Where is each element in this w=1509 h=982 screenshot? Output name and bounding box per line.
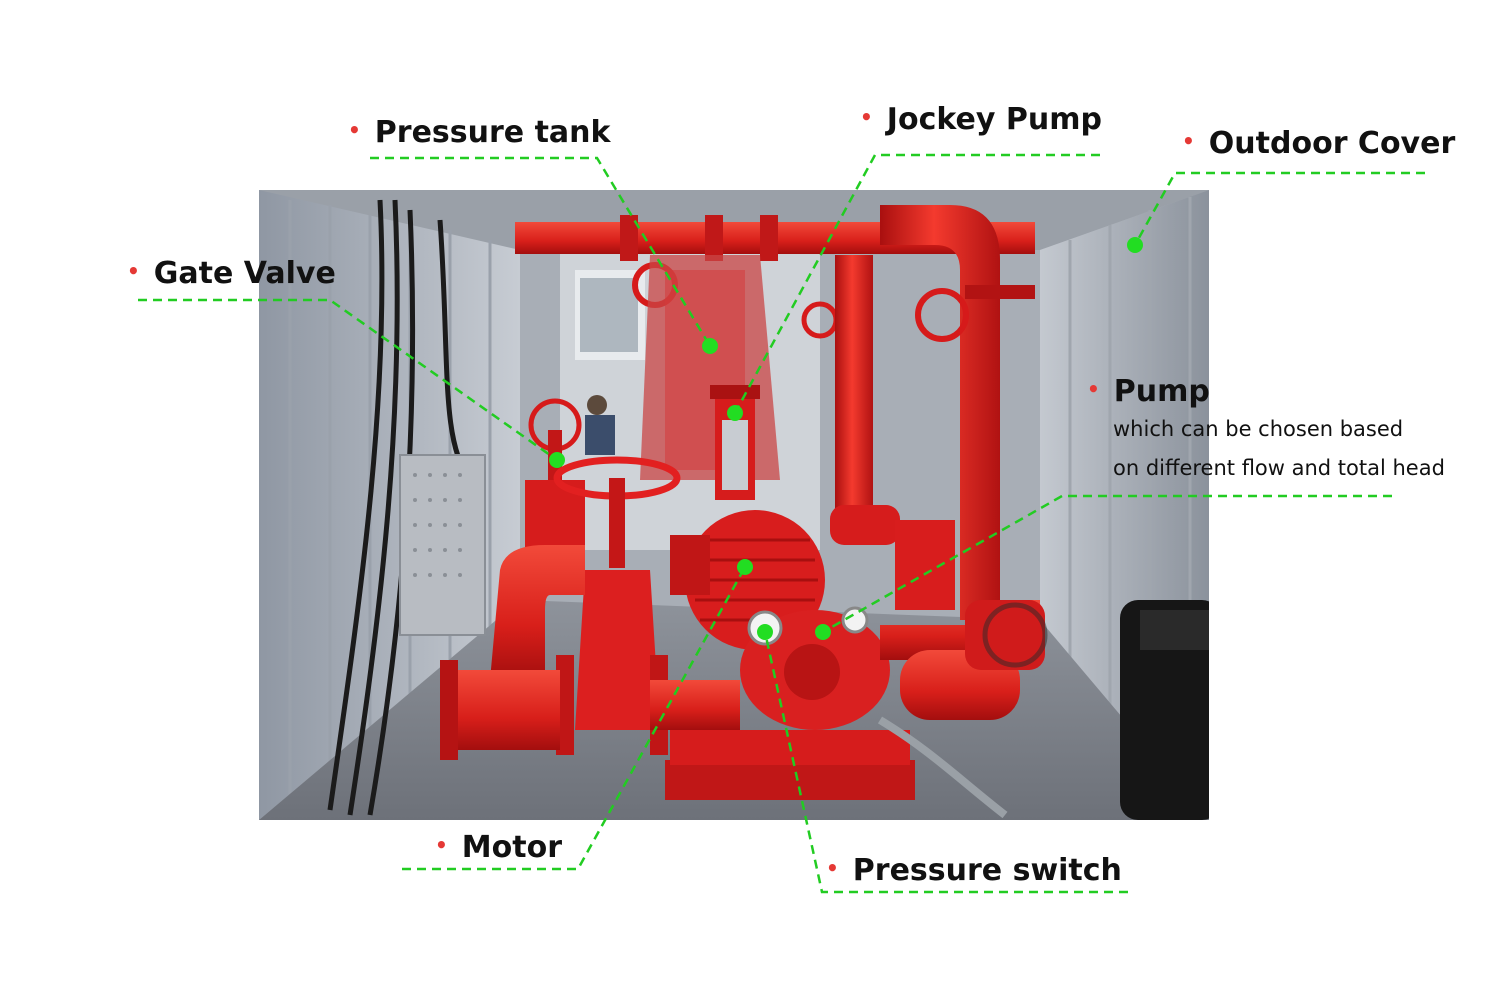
- label-jockey-pump: • Jockey Pump: [860, 105, 1102, 135]
- dot-outdoor-cover: [1127, 237, 1143, 253]
- leader-gate-valve: [138, 298, 558, 462]
- label-motor: • Motor: [435, 833, 562, 863]
- label-outdoor-cover-text: Outdoor Cover: [1208, 126, 1456, 161]
- label-pressure-tank: • Pressure tank: [348, 118, 610, 148]
- label-jockey-pump-text: Jockey Pump: [886, 102, 1102, 137]
- callout-dots: [549, 237, 1143, 640]
- label-gate-valve-text: Gate Valve: [153, 256, 336, 291]
- leader-pressure-tank: [370, 156, 712, 347]
- leader-pump: [822, 494, 1392, 634]
- label-pump-text: Pump: [1113, 374, 1210, 409]
- bullet-icon: •: [127, 259, 140, 283]
- label-pressure-switch-text: Pressure switch: [852, 853, 1122, 888]
- bullet-icon: •: [826, 856, 839, 880]
- leader-motor: [402, 566, 747, 871]
- label-outdoor-cover: • Outdoor Cover: [1182, 129, 1455, 159]
- label-gate-valve: • Gate Valve: [127, 259, 336, 289]
- bullet-icon: •: [348, 118, 361, 142]
- leader-lines: [138, 153, 1425, 894]
- dot-pressure-tank: [702, 338, 718, 354]
- leader-jockey-pump: [733, 153, 1100, 414]
- dot-jockey-pump: [727, 405, 743, 421]
- pump-description-line-2: on different flow and total head: [1113, 456, 1445, 480]
- dot-pressure-switch: [757, 624, 773, 640]
- bullet-icon: •: [860, 105, 873, 129]
- pump-description-line-1: which can be chosen based: [1113, 417, 1404, 441]
- fire-pump-container-photo: [259, 190, 1209, 820]
- bullet-icon: •: [1182, 129, 1195, 153]
- label-pressure-tank-text: Pressure tank: [374, 115, 611, 150]
- label-pressure-switch: • Pressure switch: [826, 856, 1122, 886]
- bullet-icon: •: [1087, 377, 1100, 401]
- label-pump: • Pump: [1087, 377, 1210, 407]
- label-motor-text: Motor: [461, 830, 563, 865]
- leader-pressure-switch: [763, 631, 1128, 894]
- dot-motor: [737, 559, 753, 575]
- leader-outdoor-cover: [1133, 171, 1425, 246]
- bullet-icon: •: [435, 833, 448, 857]
- dot-gate-valve: [549, 452, 565, 468]
- dot-pump: [815, 624, 831, 640]
